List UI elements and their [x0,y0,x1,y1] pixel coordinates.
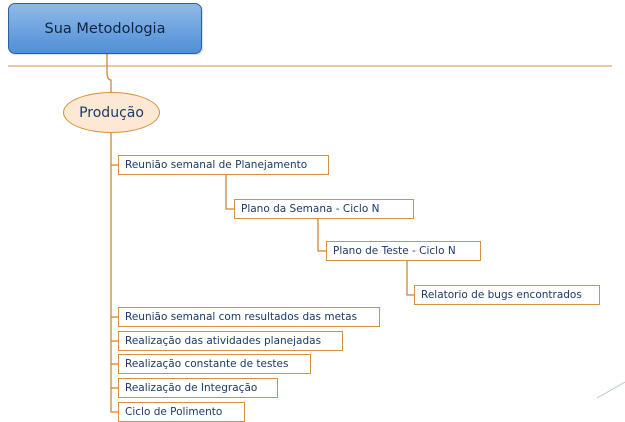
task-node-label: Plano de Teste - Ciclo N [333,245,456,257]
connector-root-hub [106,54,112,92]
corner-slash-mark [596,381,625,399]
connector-task-2 [225,175,234,210]
root-node-label: Sua Metodologia [44,20,166,37]
task-node-relatorio-bugs[interactable]: Relatorio de bugs encontrados [414,285,600,305]
task-node-label: Reunião semanal com resultados das metas [125,311,358,323]
task-node-plano-teste[interactable]: Plano de Teste - Ciclo N [326,241,481,261]
connector-task-3 [317,219,326,252]
task-node-plano-semana[interactable]: Plano da Semana - Ciclo N [234,199,414,219]
task-node-label: Ciclo de Polimento [125,406,223,418]
task-node-integracao[interactable]: Realização de Integração [118,378,278,398]
task-node-reuniao-planejamento[interactable]: Reunião semanal de Planejamento [118,155,329,175]
task-node-label: Relatorio de bugs encontrados [421,289,582,301]
task-node-label: Realização de Integração [125,382,258,394]
root-node[interactable]: Sua Metodologia [8,3,202,54]
task-node-testes-constantes[interactable]: Realização constante de testes [118,354,311,374]
connector-hub-trunk [110,133,118,413]
connector-task-4 [406,261,414,296]
task-node-label: Realização constante de testes [125,358,289,370]
task-node-reuniao-resultados[interactable]: Reunião semanal com resultados das metas [118,307,380,327]
task-node-label: Plano da Semana - Ciclo N [241,203,380,215]
hub-node-producao[interactable]: Produção [63,92,160,133]
task-node-polimento[interactable]: Ciclo de Polimento [118,402,245,422]
task-node-label: Reunião semanal de Planejamento [125,159,308,171]
hub-node-label: Produção [79,104,144,121]
task-node-label: Realização das atividades planejadas [125,335,322,347]
task-node-atividades-planejadas[interactable]: Realização das atividades planejadas [118,331,343,351]
